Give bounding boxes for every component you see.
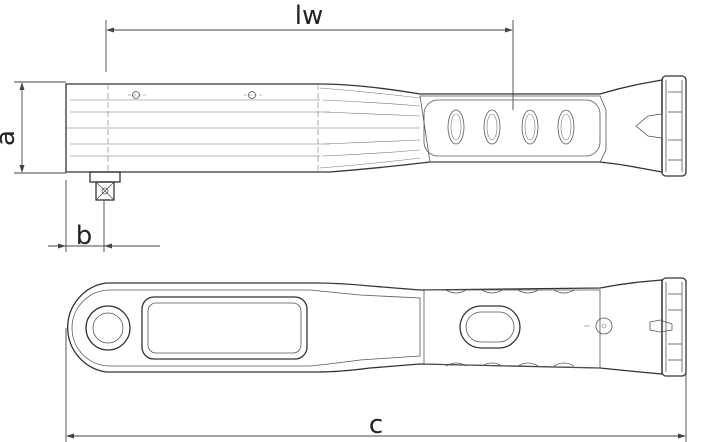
dimension-lw: lw bbox=[105, 1, 514, 110]
dimension-lw-label: lw bbox=[295, 1, 324, 31]
side-view-square-drive bbox=[89, 171, 121, 201]
wrench-side-view bbox=[65, 75, 687, 201]
side-view-latch bbox=[635, 113, 663, 139]
dimension-a-label: a bbox=[0, 130, 21, 146]
top-view-latch bbox=[649, 319, 673, 333]
dimension-b: b bbox=[48, 180, 160, 252]
top-view-end-cap bbox=[661, 277, 687, 377]
top-view-grip-bumps-top bbox=[445, 289, 575, 294]
top-view-body-outline bbox=[67, 279, 663, 375]
top-view-display-window bbox=[141, 296, 308, 360]
top-view-release-button bbox=[459, 305, 521, 349]
side-view-cap-ribs bbox=[668, 91, 682, 161]
side-view-body-lines bbox=[66, 84, 421, 172]
top-view-cap-ribs bbox=[668, 293, 682, 361]
side-view-body-outline bbox=[65, 79, 663, 173]
dimension-a: a bbox=[0, 81, 66, 174]
top-view-drive-circle bbox=[85, 305, 131, 351]
top-view-screw bbox=[584, 317, 613, 335]
side-view-pins bbox=[128, 91, 262, 99]
side-view-grip-ovals bbox=[447, 109, 575, 145]
top-view-grip-bumps-bottom bbox=[445, 362, 575, 367]
dimension-c-label: c bbox=[369, 410, 383, 440]
wrench-top-view bbox=[67, 277, 687, 377]
dimension-c: c bbox=[65, 328, 687, 442]
dimension-b-label: b bbox=[76, 221, 93, 251]
